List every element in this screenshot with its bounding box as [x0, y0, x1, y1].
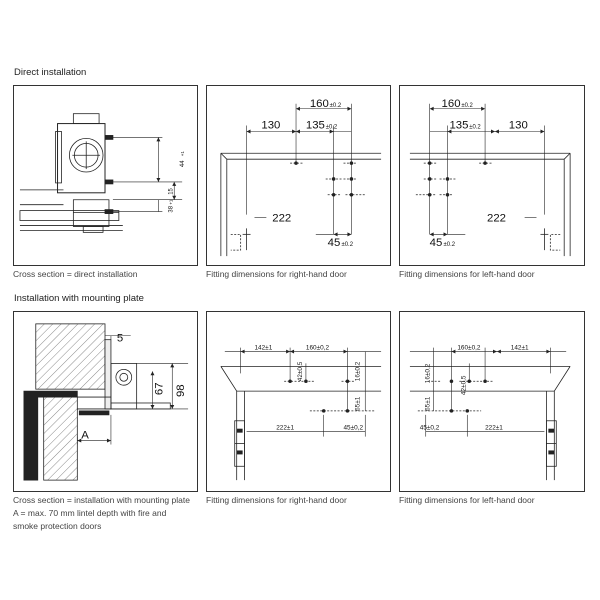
dim-160: 160±0,2: [306, 345, 330, 352]
caption-direct-right-hand: Fitting dimensions for right-hand door: [206, 269, 347, 279]
dim-135-tolerance: ±0.2: [469, 125, 480, 131]
dim-135-tolerance: ±0.2: [326, 125, 337, 131]
dim-45: 45±0,2: [343, 425, 363, 432]
panel-direct-right-hand: 160 ±0.2 130 135 ±0.2 222 45 ±0.2: [206, 85, 391, 266]
panel-plate-left-hand: 160±0,2 142±1 16±0,2 42±0,5 65±1 45±0,2 …: [399, 311, 585, 492]
dim-160: 160: [310, 98, 329, 110]
dim-16: 16±0,2: [425, 363, 432, 383]
dim-222: 222±1: [485, 425, 503, 432]
dim-135: 135: [449, 120, 468, 132]
direct-cross-section-drawing: 44 +1 15 38 +1: [19, 113, 186, 233]
dim-42: 42±0,5: [297, 361, 304, 381]
dim-45: 45: [328, 237, 341, 249]
dim-16: 16±0,2: [354, 361, 361, 381]
dim-38-tolerance: +1: [168, 199, 173, 205]
dim-130: 130: [509, 120, 528, 132]
dim-135: 135: [306, 120, 325, 132]
dim-38: 38: [168, 205, 174, 212]
dim-142: 142±1: [254, 345, 272, 352]
dim-a: A: [81, 430, 89, 442]
panel-direct-cross-section: 44 +1 15 38 +1: [13, 85, 198, 266]
caption-direct-cross-section: Cross section = direct installation: [13, 269, 138, 279]
dim-45: 45±0,2: [420, 425, 440, 432]
caption-direct-left-hand: Fitting dimensions for left-hand door: [399, 269, 535, 279]
dim-222: 222: [487, 212, 506, 224]
dim-15: 15: [168, 187, 174, 194]
direct-right-hand-drawing: 160 ±0.2 130 135 ±0.2 222 45 ±0.2: [220, 98, 382, 257]
dim-222: 222: [272, 212, 291, 224]
dim-44-tolerance: +1: [180, 151, 185, 157]
panel-plate-cross-section: 5 67 98 A: [13, 311, 198, 492]
dim-67: 67: [153, 382, 165, 395]
section-title-direct: Direct installation: [14, 67, 87, 78]
panel-direct-left-hand: 160 ±0.2 135 ±0.2 130 222 45 ±0.2: [399, 85, 585, 266]
plate-right-hand-drawing: 142±1 160±0,2 42±0,5 16±0,2 65±1 222±1 4…: [220, 345, 382, 481]
caption-plate-cross-line-3: smoke protection doors: [13, 521, 102, 531]
dim-42: 42±0,5: [460, 375, 467, 395]
dim-160: 160: [442, 98, 461, 110]
dim-65: 65±1: [425, 396, 432, 411]
dim-160: 160±0,2: [457, 345, 481, 352]
dim-160-tolerance: ±0.2: [330, 103, 341, 109]
dim-160-tolerance: ±0.2: [461, 103, 472, 109]
dim-45-tolerance: ±0.2: [444, 242, 455, 248]
plate-cross-section-drawing: 5 67 98 A: [23, 323, 189, 481]
plate-left-hand-drawing: 160±0,2 142±1 16±0,2 42±0,5 65±1 45±0,2 …: [409, 345, 571, 481]
section-title-mounting-plate: Installation with mounting plate: [14, 293, 144, 304]
dim-222: 222±1: [276, 425, 294, 432]
dim-45-tolerance: ±0.2: [342, 242, 353, 248]
panel-plate-right-hand: 142±1 160±0,2 42±0,5 16±0,2 65±1 222±1 4…: [206, 311, 391, 492]
direct-left-hand-drawing: 160 ±0.2 135 ±0.2 130 222 45 ±0.2: [409, 98, 571, 257]
caption-plate-cross-line-2: A = max. 70 mm lintel depth with fire an…: [13, 508, 167, 518]
dim-45: 45: [430, 237, 443, 249]
dim-44: 44: [180, 160, 186, 167]
dim-65: 65±1: [354, 396, 361, 411]
dim-130: 130: [261, 120, 280, 132]
dim-98: 98: [175, 384, 187, 397]
caption-plate-left-hand: Fitting dimensions for left-hand door: [399, 495, 535, 505]
caption-plate-cross-line-1: Cross section = installation with mounti…: [13, 495, 190, 505]
dim-5: 5: [117, 333, 123, 345]
caption-plate-right-hand: Fitting dimensions for right-hand door: [206, 495, 347, 505]
dim-142: 142±1: [511, 345, 529, 352]
